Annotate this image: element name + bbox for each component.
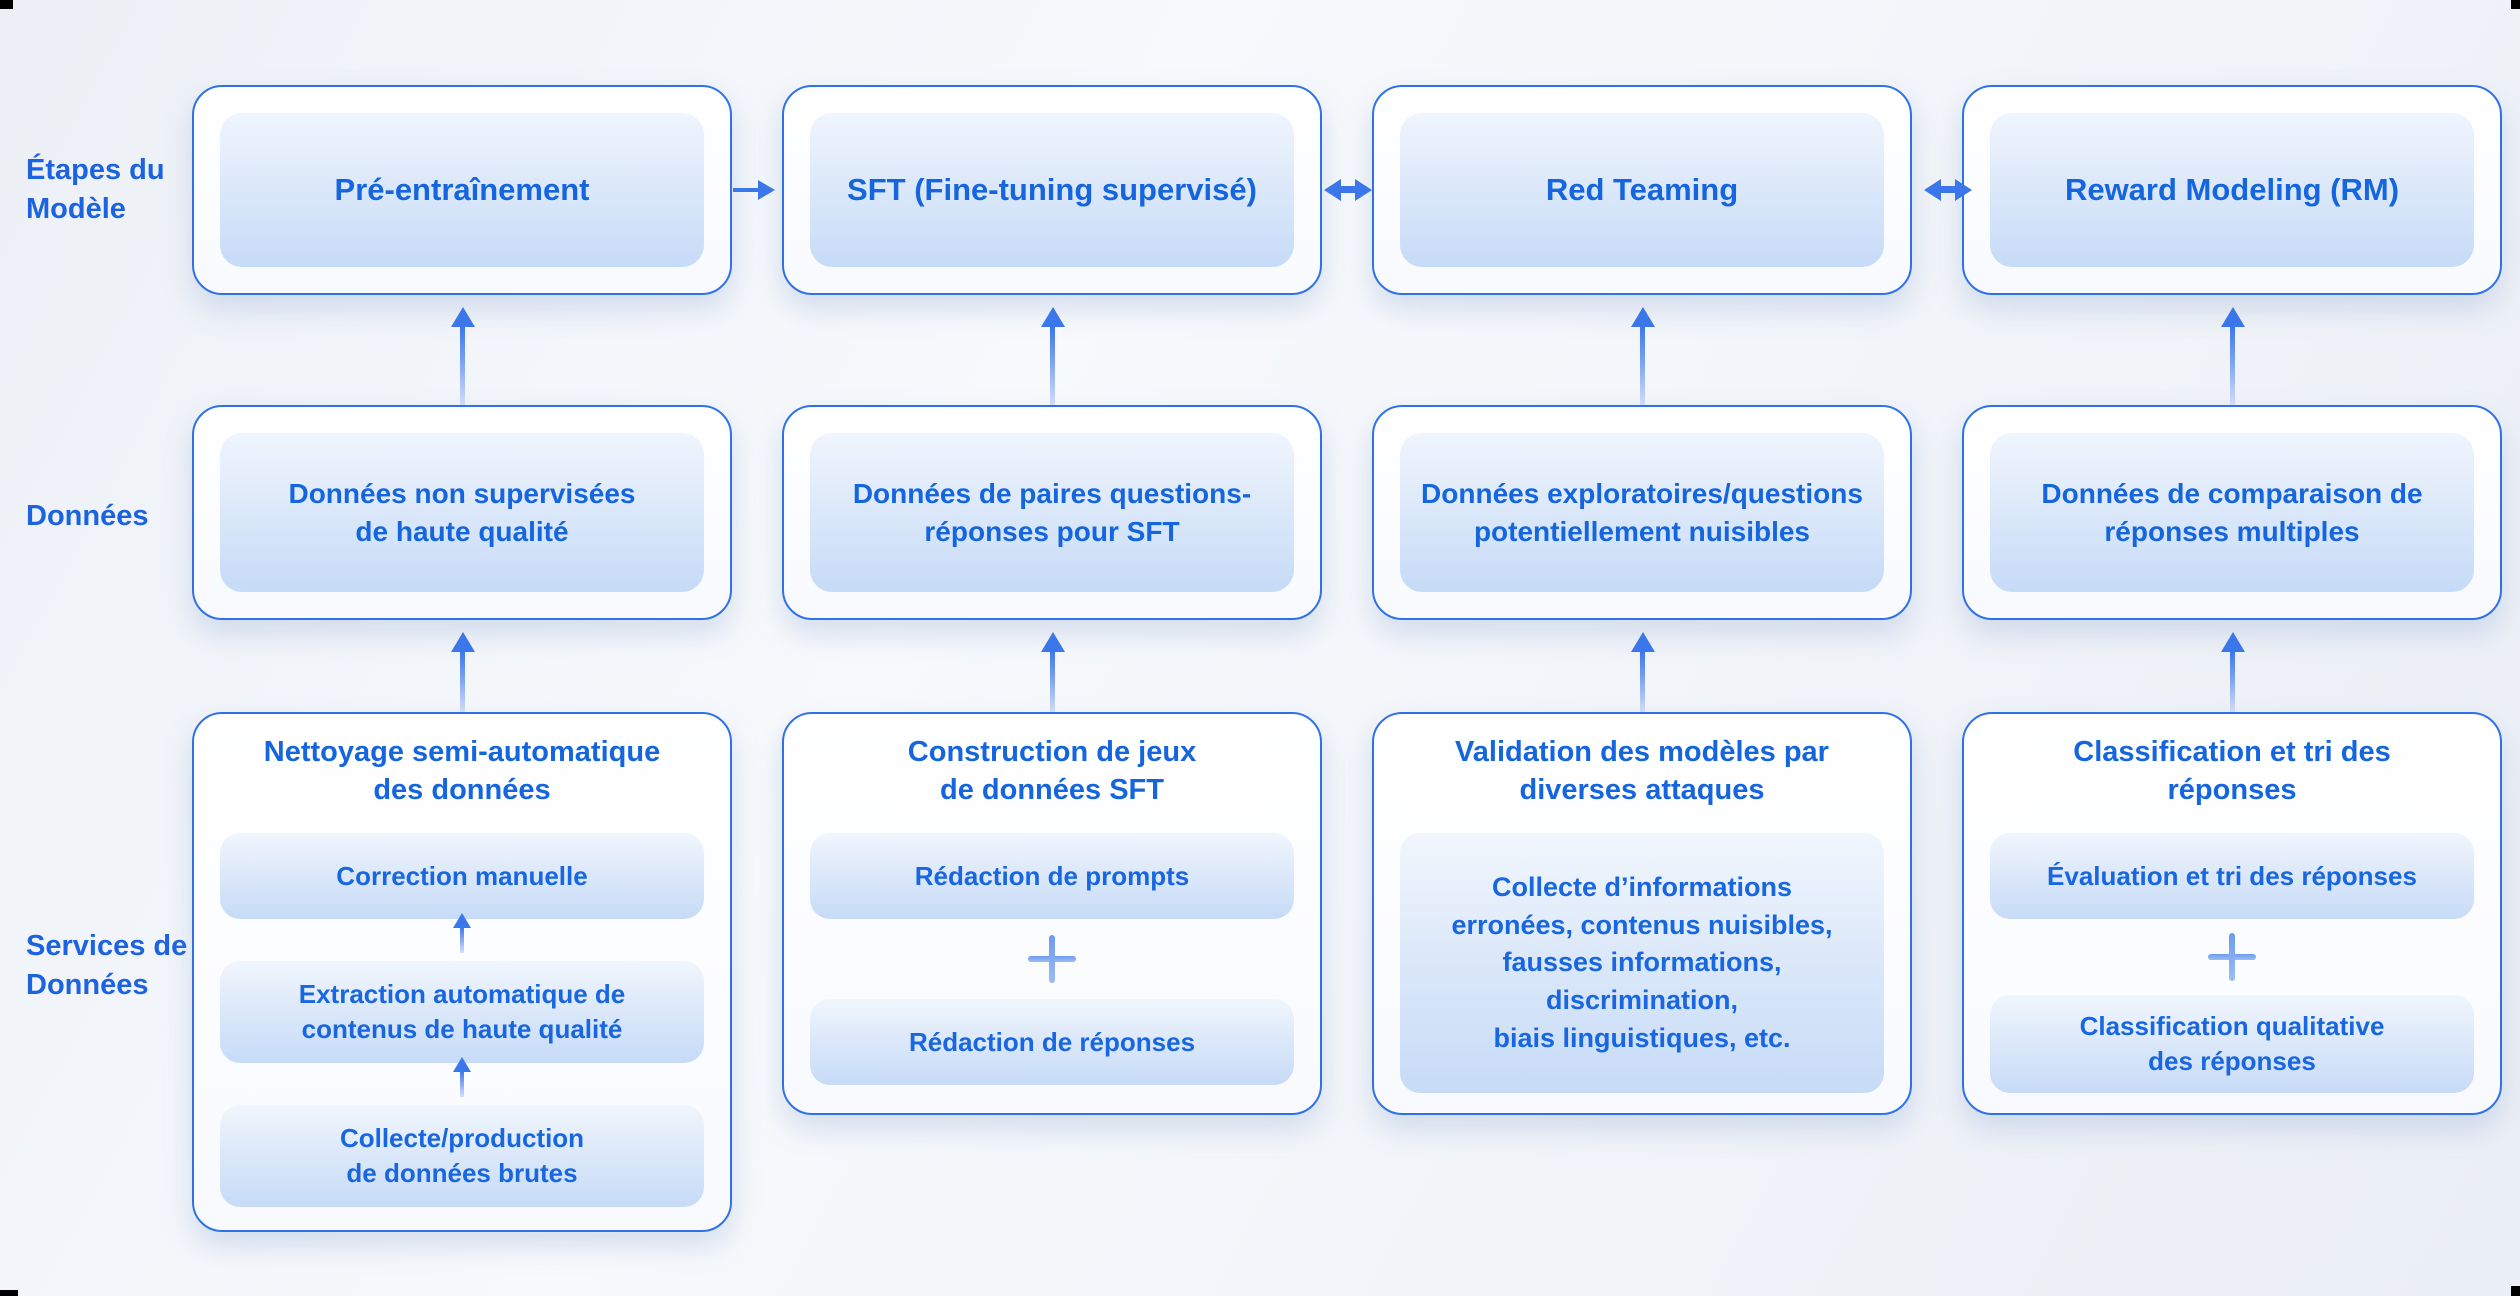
- up-arrow-icon: [460, 927, 464, 954]
- stage-box-reward-modeling-panel: Reward Modeling (RM): [1990, 113, 2474, 267]
- services-box-cleaning: Nettoyage semi-automatique des données C…: [192, 712, 732, 1232]
- chip-auto-extraction: Extraction automatique de contenus de ha…: [220, 961, 704, 1064]
- chip-response-writing: Rédaction de réponses: [810, 999, 1294, 1086]
- data-box-unsupervised: Données non supervisées de haute qualité: [192, 405, 732, 620]
- data-box-comparison: Données de comparaison de réponses multi…: [1962, 405, 2502, 620]
- services-box-model-validation: Validation des modèles par diverses atta…: [1372, 712, 1912, 1115]
- up-arrow-icon: [1640, 651, 1645, 712]
- data-box-comparison-text: Données de comparaison de réponses multi…: [2041, 477, 2423, 547]
- stage-box-pretraining: Pré-entraînement: [192, 85, 732, 295]
- chip-prompt-writing: Rédaction de prompts: [810, 833, 1294, 920]
- chip-response-evaluation: Évaluation et tri des réponses: [1990, 833, 2474, 920]
- chip-qualitative-classification: Classification qualitative des réponses: [1990, 995, 2474, 1093]
- stage-box-pretraining-title: Pré-entraînement: [334, 171, 590, 207]
- row-label-data: Données: [26, 500, 149, 532]
- up-arrow-icon: [460, 651, 465, 712]
- stage-box-red-teaming: Red Teaming: [1372, 85, 1912, 295]
- data-box-exploratory-panel: Données exploratoires/questions potentie…: [1400, 433, 1884, 592]
- data-box-qa-pairs-panel: Données de paires questions- réponses po…: [810, 433, 1294, 592]
- chip-manual-correction: Correction manuelle: [220, 833, 704, 920]
- corner-artifact-top-right: [2511, 0, 2520, 9]
- data-box-unsupervised-text: Données non supervisées de haute qualité: [288, 477, 636, 547]
- data-box-comparison-panel: Données de comparaison de réponses multi…: [1990, 433, 2474, 592]
- services-box-response-classification: Classification et tri des réponses Évalu…: [1962, 712, 2502, 1115]
- plus-row: [1028, 919, 1076, 999]
- row-label-data-services: Services de Données: [26, 930, 188, 1001]
- corner-artifact-bottom-right: [2511, 1286, 2520, 1296]
- services-box-sft-datasets-title: Construction de jeux de données SFT: [907, 736, 1197, 806]
- data-box-qa-pairs-text: Données de paires questions- réponses po…: [852, 477, 1252, 547]
- stage-box-sft: SFT (Fine-tuning supervisé): [782, 85, 1322, 295]
- plus-row: [2208, 919, 2256, 995]
- services-box-sft-datasets: Construction de jeux de données SFT Réda…: [782, 712, 1322, 1115]
- chip-harmful-content-collection: Collecte d’informations erronées, conten…: [1400, 833, 1884, 1094]
- arrow-both-icon: [1940, 186, 1956, 193]
- chip-raw-data-collection: Collecte/production de données brutes: [220, 1105, 704, 1207]
- services-box-model-validation-title: Validation des modèles par diverses atta…: [1455, 736, 1829, 806]
- data-box-exploratory: Données exploratoires/questions potentie…: [1372, 405, 1912, 620]
- corner-artifact-top-left: [0, 0, 13, 9]
- arrow-both-icon: [1340, 186, 1356, 193]
- stage-box-reward-modeling: Reward Modeling (RM): [1962, 85, 2502, 295]
- up-arrow-icon: [1050, 326, 1055, 405]
- services-box-cleaning-title: Nettoyage semi-automatique des données: [263, 736, 661, 806]
- up-arrow-icon: [2230, 651, 2235, 712]
- arrow-right-icon: [733, 188, 759, 192]
- corner-artifact-bottom-left: [0, 1290, 18, 1296]
- up-arrow-icon: [460, 326, 465, 405]
- up-arrow-icon: [2230, 326, 2235, 405]
- stage-box-red-teaming-title: Red Teaming: [1545, 171, 1739, 207]
- stage-box-reward-modeling-title: Reward Modeling (RM): [2064, 171, 2400, 207]
- plus-icon: [1028, 935, 1076, 984]
- up-arrow-icon: [460, 1071, 464, 1098]
- data-box-unsupervised-panel: Données non supervisées de haute qualité: [220, 433, 704, 592]
- stage-box-red-teaming-panel: Red Teaming: [1400, 113, 1884, 267]
- data-box-qa-pairs: Données de paires questions- réponses po…: [782, 405, 1322, 620]
- stage-box-sft-panel: SFT (Fine-tuning supervisé): [810, 113, 1294, 267]
- up-arrow-icon: [1050, 651, 1055, 712]
- stage-box-pretraining-panel: Pré-entraînement: [220, 113, 704, 267]
- up-arrow-icon: [1640, 326, 1645, 405]
- data-box-exploratory-text: Données exploratoires/questions potentie…: [1421, 477, 1863, 547]
- plus-icon: [2208, 933, 2256, 982]
- services-box-response-classification-title: Classification et tri des réponses: [2073, 736, 2391, 806]
- stage-box-sft-title: SFT (Fine-tuning supervisé): [847, 171, 1257, 207]
- row-label-model-stages: Étapes du Modèle: [26, 154, 165, 225]
